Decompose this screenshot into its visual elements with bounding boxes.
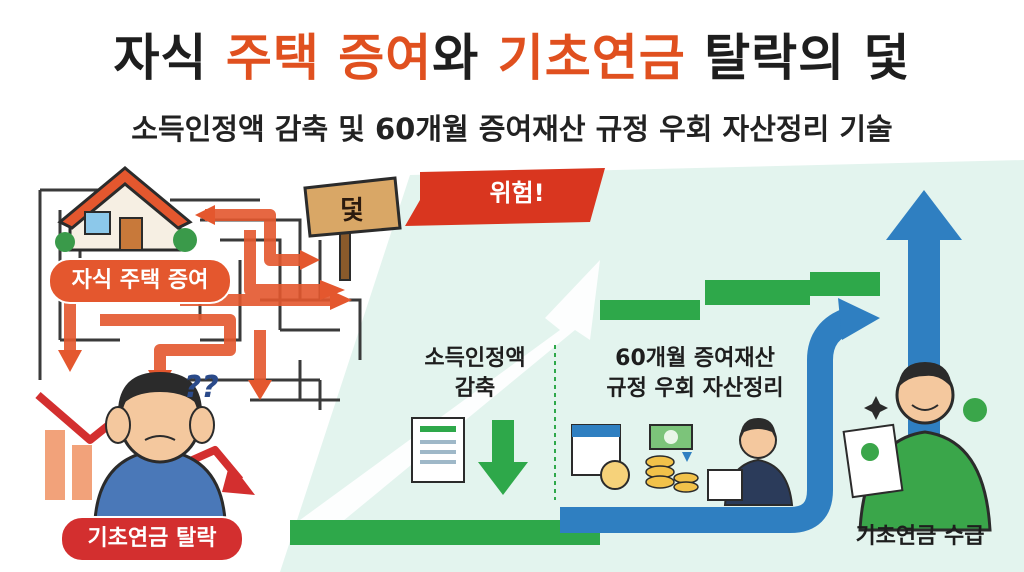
rule-label-line2: 규정 우회 자산정리 [606,376,784,401]
pensioner-icon [842,362,992,532]
danger-banner [405,168,605,226]
mint-background [280,160,1024,572]
pension-receive-label: 기초연금 수급 [855,524,985,549]
page-title: 자식 주택 증여와 기초연금 탈락의 덫 [0,18,1024,90]
income-label-line1: 소득인정액 [424,346,526,371]
income-label-line2: 감축 [454,376,496,401]
pension-drop-pill: 기초연금 탈락 [60,516,244,562]
sixty-month-rule-label: 60개월 증여재산 규정 우회 자산정리 [565,344,825,404]
title-part5: 탈락의 덫 [704,29,911,87]
blue-curve-head [838,298,880,340]
blue-up-arrow-head [886,190,962,240]
sparkle-icon [864,396,888,420]
background-arrow [300,260,600,540]
maze [38,188,362,410]
calendar-icon [571,424,630,490]
advisor-icon [707,418,794,506]
trap-sign-label: 덫 [340,196,364,226]
page-subtitle: 소득인정액 감축 및 60개월 증여재산 규정 우회 자산정리 기술 [131,112,893,146]
rule-label-line1: 60개월 증여재산 [615,346,775,371]
document-icon [411,417,465,483]
title-part3: 와 [432,29,480,87]
gift-house-pill: 자식 주택 증여 [48,258,232,304]
money-icon [645,424,699,493]
down-arrow-icon [478,420,528,495]
title-part2: 주택 증여 [225,29,433,87]
title-part1: 자식 [113,29,208,87]
blue-curve-path [560,307,855,533]
danger-banner-label: 위험! [489,179,545,207]
confused-person-icon [93,372,227,522]
income-reduction-label: 소득인정액 감축 [390,344,560,404]
trap-sign-icon [303,176,402,281]
confusion-marks: ?? [184,370,219,405]
house-icon [55,166,197,252]
title-part4: 기초연금 [497,29,686,87]
